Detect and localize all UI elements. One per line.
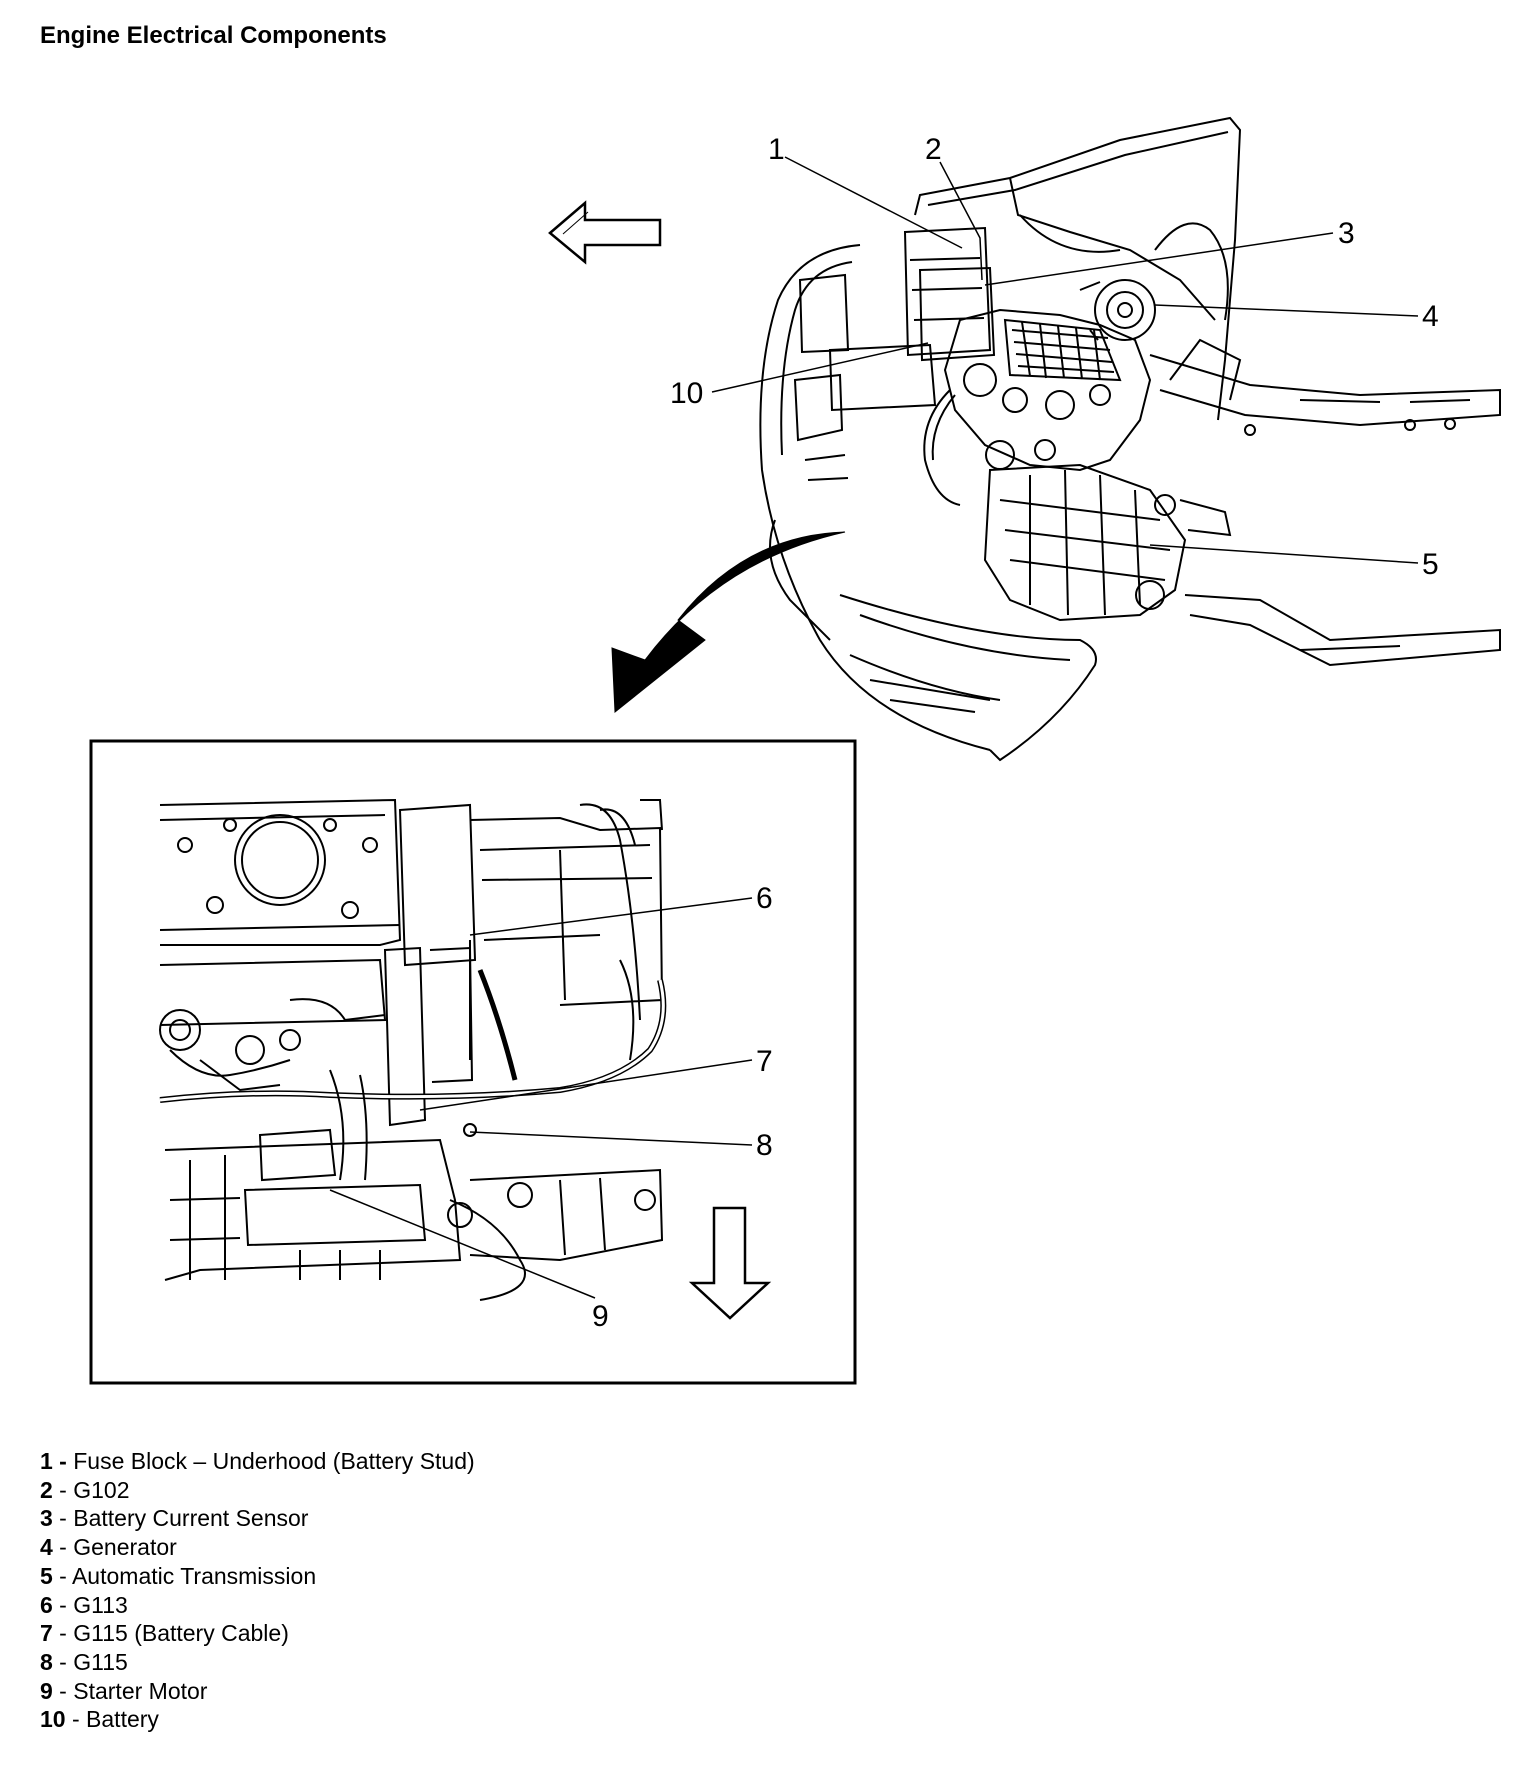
page-title: Engine Electrical Components — [40, 22, 387, 49]
callout-leaders-inset — [329, 897, 753, 1299]
arrow-left-outline-icon — [548, 200, 662, 265]
legend-item: 4 - Generator — [40, 1534, 177, 1561]
curved-arrow-icon — [611, 531, 846, 714]
legend-item: 9 - Starter Motor — [40, 1677, 208, 1704]
callout-6: 6 — [756, 882, 773, 915]
component-legend: 1 - Fuse Block – Underhood (Battery Stud… — [40, 1447, 475, 1734]
detail-inset-frame — [89, 739, 857, 1385]
legend-item: 3 - Battery Current Sensor — [40, 1505, 309, 1532]
legend-item: 6 - G113 — [40, 1591, 128, 1618]
legend-item: 10 - Battery — [40, 1706, 159, 1733]
battery-outline — [918, 266, 996, 362]
callout-10: 10 — [670, 377, 703, 410]
callout-2: 2 — [925, 133, 942, 166]
callout-leaders-upper — [711, 156, 1419, 564]
generator-part — [1079, 279, 1156, 341]
legend-item: 2 - G102 — [40, 1476, 130, 1503]
callout-4: 4 — [1422, 300, 1439, 333]
legend-item: 8 - G115 — [40, 1648, 128, 1675]
callout-9: 9 — [592, 1300, 609, 1333]
starter-motor-part — [243, 1183, 427, 1247]
legend-item: 1 - Fuse Block – Underhood (Battery Stud… — [40, 1448, 475, 1474]
callout-3: 3 — [1338, 217, 1355, 250]
arrow-down-outline-icon — [688, 1206, 772, 1320]
callout-1: 1 — [768, 133, 785, 166]
detail-inset-drawing — [159, 798, 667, 1301]
callout-numbers: 1 2 3 4 5 6 7 8 9 10 — [592, 133, 1439, 1333]
ground-stud-g115 — [463, 1123, 477, 1137]
engine-assembly — [923, 308, 1152, 506]
callout-8: 8 — [756, 1129, 773, 1162]
legend-item: 5 - Automatic Transmission — [40, 1562, 317, 1589]
callout-5: 5 — [1422, 548, 1439, 581]
engine-diagram: 1 2 3 4 5 6 7 8 9 10 — [89, 116, 1501, 1385]
vehicle-front-view — [759, 116, 1501, 762]
transmission-part — [983, 463, 1232, 622]
legend-item: 7 - G115 (Battery Cable) — [40, 1620, 289, 1647]
callout-7: 7 — [756, 1045, 773, 1078]
